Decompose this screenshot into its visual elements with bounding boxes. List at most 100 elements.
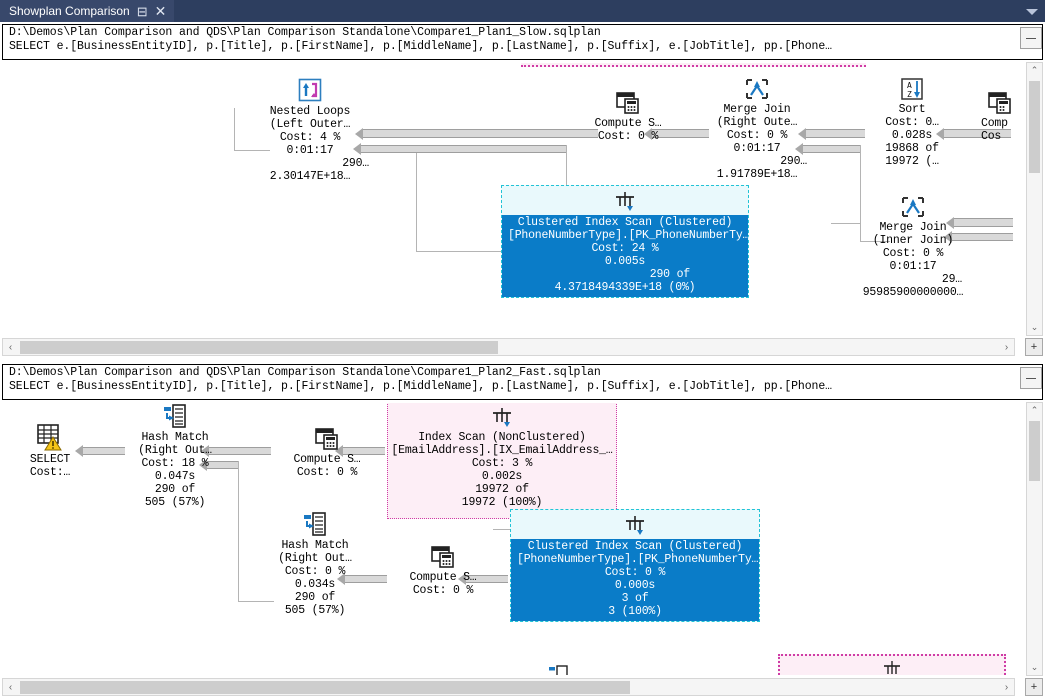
connector-arrowhead	[335, 445, 343, 457]
plan-node-merge-join-right-outer[interactable]: Merge Join (Right Oute… Cost: 0 % 0:01:1…	[693, 77, 821, 181]
plan-node-compute-scalar-2[interactable]: Comp Cos	[981, 91, 1014, 143]
scroll-right-icon[interactable]: ›	[999, 339, 1014, 355]
connector	[238, 601, 274, 602]
plan-node-hash-match-1[interactable]: Hash Match (Right Out… Cost: 18 % 0.047s…	[111, 403, 239, 509]
node-line: 505 (57%)	[284, 604, 346, 617]
plan-node-index-scan-nonclustered[interactable]: Index Scan (NonClustered) [EmailAddress]…	[387, 403, 617, 519]
index-scan-icon	[493, 408, 511, 427]
scroll-right-icon[interactable]: ›	[999, 679, 1014, 695]
plan2-minimize-button[interactable]	[1020, 367, 1042, 389]
compute-scalar-icon	[431, 546, 454, 568]
node-line: [EmailAddress].[IX_EmailAddress_…	[391, 444, 613, 457]
node-line: Compute S…	[594, 117, 662, 130]
plan-node-clustered-index-scan-selected[interactable]: Clustered Index Scan (Clustered) [PhoneN…	[501, 185, 749, 298]
node-line: 0:01:17	[733, 142, 781, 155]
plan-node-clustered-index-scan-selected-2[interactable]: Clustered Index Scan (Clustered) [PhoneN…	[510, 509, 760, 622]
index-scan-icon	[616, 192, 634, 211]
node-line: 19972 (…	[885, 155, 939, 168]
close-icon[interactable]: ✕	[154, 3, 167, 19]
node-line: [PhoneNumberType].[PK_PhoneNumberTy…	[508, 229, 750, 242]
scroll-left-icon[interactable]: ‹	[3, 339, 18, 355]
plan-node-compute-scalar-4[interactable]: Compute S… Cost: 0 %	[391, 545, 495, 597]
vertical-scroll-thumb[interactable]	[1029, 421, 1040, 481]
plan-node-compute-scalar-3[interactable]: Compute S… Cost: 0 %	[275, 427, 379, 479]
tab-label: Showplan Comparison	[9, 4, 130, 18]
connector	[831, 223, 861, 224]
plan2-horizontal-scrollbar[interactable]: ‹ ›	[2, 678, 1015, 696]
scroll-down-icon[interactable]: ⌄	[1027, 320, 1042, 335]
plan2-vertical-scrollbar[interactable]: ⌃ ⌄	[1026, 402, 1043, 676]
node-line: 3 (100%)	[608, 605, 662, 618]
scroll-up-icon[interactable]: ⌃	[1027, 403, 1042, 418]
plan1-zoom-button[interactable]: +	[1025, 338, 1043, 356]
node-line: 19972 of	[475, 483, 529, 496]
plan-node-merge-join-inner[interactable]: Merge Join (Inner Join) Cost: 0 % 0:01:1…	[848, 195, 978, 299]
plan1-query: SELECT e.[BusinessEntityID], p.[Title], …	[9, 40, 832, 53]
clipped-diff-node-top[interactable]	[521, 63, 866, 67]
node-line: Cost: 0…	[885, 116, 939, 129]
node-line: Hash Match	[141, 431, 209, 444]
scroll-left-icon[interactable]: ‹	[3, 679, 18, 695]
connector	[234, 108, 235, 150]
connector-band	[206, 461, 238, 469]
svg-text:A: A	[907, 81, 912, 90]
plan-node-select[interactable]: SELECT Cost:…	[13, 423, 87, 479]
vertical-scroll-thumb[interactable]	[1029, 81, 1040, 173]
node-line: (Inner Join)	[872, 234, 954, 247]
plan-node-compute-scalar-1[interactable]: Compute S… Cost: 0 %	[581, 91, 675, 143]
connector	[416, 251, 504, 252]
plan-node-sort[interactable]: A Z Sort Cost: 0… 0.028s 19868 of 19972 …	[865, 77, 959, 168]
node-line: 290 of	[154, 483, 196, 496]
scroll-up-icon[interactable]: ⌃	[1027, 63, 1042, 78]
connector-arrowhead	[795, 143, 803, 155]
plan1-vertical-scrollbar[interactable]: ⌃ ⌄	[1026, 62, 1043, 336]
node-line: 0.034s	[294, 578, 336, 591]
node-line: Cost: 0 %	[597, 130, 659, 143]
connector-band	[361, 145, 566, 153]
scroll-down-icon[interactable]: ⌄	[1027, 660, 1042, 675]
connector-arrowhead	[337, 573, 345, 585]
plan1-path: D:\Demos\Plan Comparison and QDS\Plan Co…	[9, 26, 601, 39]
plan1-minimize-button[interactable]	[1020, 27, 1042, 49]
node-line: 0.028s	[891, 129, 933, 142]
hash-match-icon	[164, 404, 186, 428]
node-line: 19972 (100%)	[461, 496, 543, 509]
connector-band	[466, 575, 508, 583]
connector-band	[83, 447, 125, 455]
pane-splitter[interactable]	[0, 358, 1045, 362]
horizontal-scroll-thumb[interactable]	[20, 341, 498, 354]
node-line: Comp	[981, 117, 1008, 130]
plan2-header: D:\Demos\Plan Comparison and QDS\Plan Co…	[2, 364, 1043, 400]
sort-az-icon: A Z	[901, 78, 923, 100]
plan2-canvas[interactable]: SELECT Cost:… Hash Match (Right Out… Cos…	[2, 402, 1015, 676]
node-line: 29…	[941, 273, 962, 286]
plan1-horizontal-scrollbar[interactable]: ‹ ›	[2, 338, 1015, 356]
connector-arrowhead	[644, 128, 652, 140]
plan2-query: SELECT e.[BusinessEntityID], p.[Title], …	[9, 380, 832, 393]
plan1-header: D:\Demos\Plan Comparison and QDS\Plan Co…	[2, 24, 1043, 60]
node-line: Cost: 0 %	[296, 466, 358, 479]
plan-node-nested-loops[interactable]: Nested Loops (Left Outer… Cost: 4 % 0:01…	[241, 77, 379, 183]
nested-loops-icon	[298, 78, 322, 102]
pin-icon[interactable]: ⊟	[136, 3, 148, 19]
node-line: Clustered Index Scan (Clustered)	[527, 540, 743, 553]
tab-showplan-comparison[interactable]: Showplan Comparison ⊟ ✕	[0, 0, 175, 22]
compute-scalar-icon	[616, 92, 639, 114]
node-line: Nested Loops	[269, 105, 351, 118]
node-line: 1.91789E+18…	[716, 168, 798, 181]
connector-band	[209, 447, 271, 455]
plan-node-hash-match-2[interactable]: Hash Match (Right Out… Cost: 0 % 0.034s …	[251, 511, 379, 617]
plan1-canvas[interactable]: Nested Loops (Left Outer… Cost: 4 % 0:01…	[2, 62, 1015, 336]
chevron-down-icon[interactable]	[1025, 4, 1039, 18]
node-line: Cost: 3 %	[471, 457, 533, 470]
horizontal-scroll-thumb[interactable]	[20, 681, 630, 694]
node-line: (Right Out…	[278, 552, 352, 565]
index-scan-icon	[884, 661, 900, 674]
plan2-zoom-button[interactable]: +	[1025, 678, 1043, 696]
svg-text:Z: Z	[907, 90, 912, 99]
node-line: Cos	[981, 130, 1002, 143]
connector	[493, 529, 511, 530]
plan1-pane: D:\Demos\Plan Comparison and QDS\Plan Co…	[0, 22, 1045, 358]
node-line: Cost: 0 %	[604, 566, 666, 579]
